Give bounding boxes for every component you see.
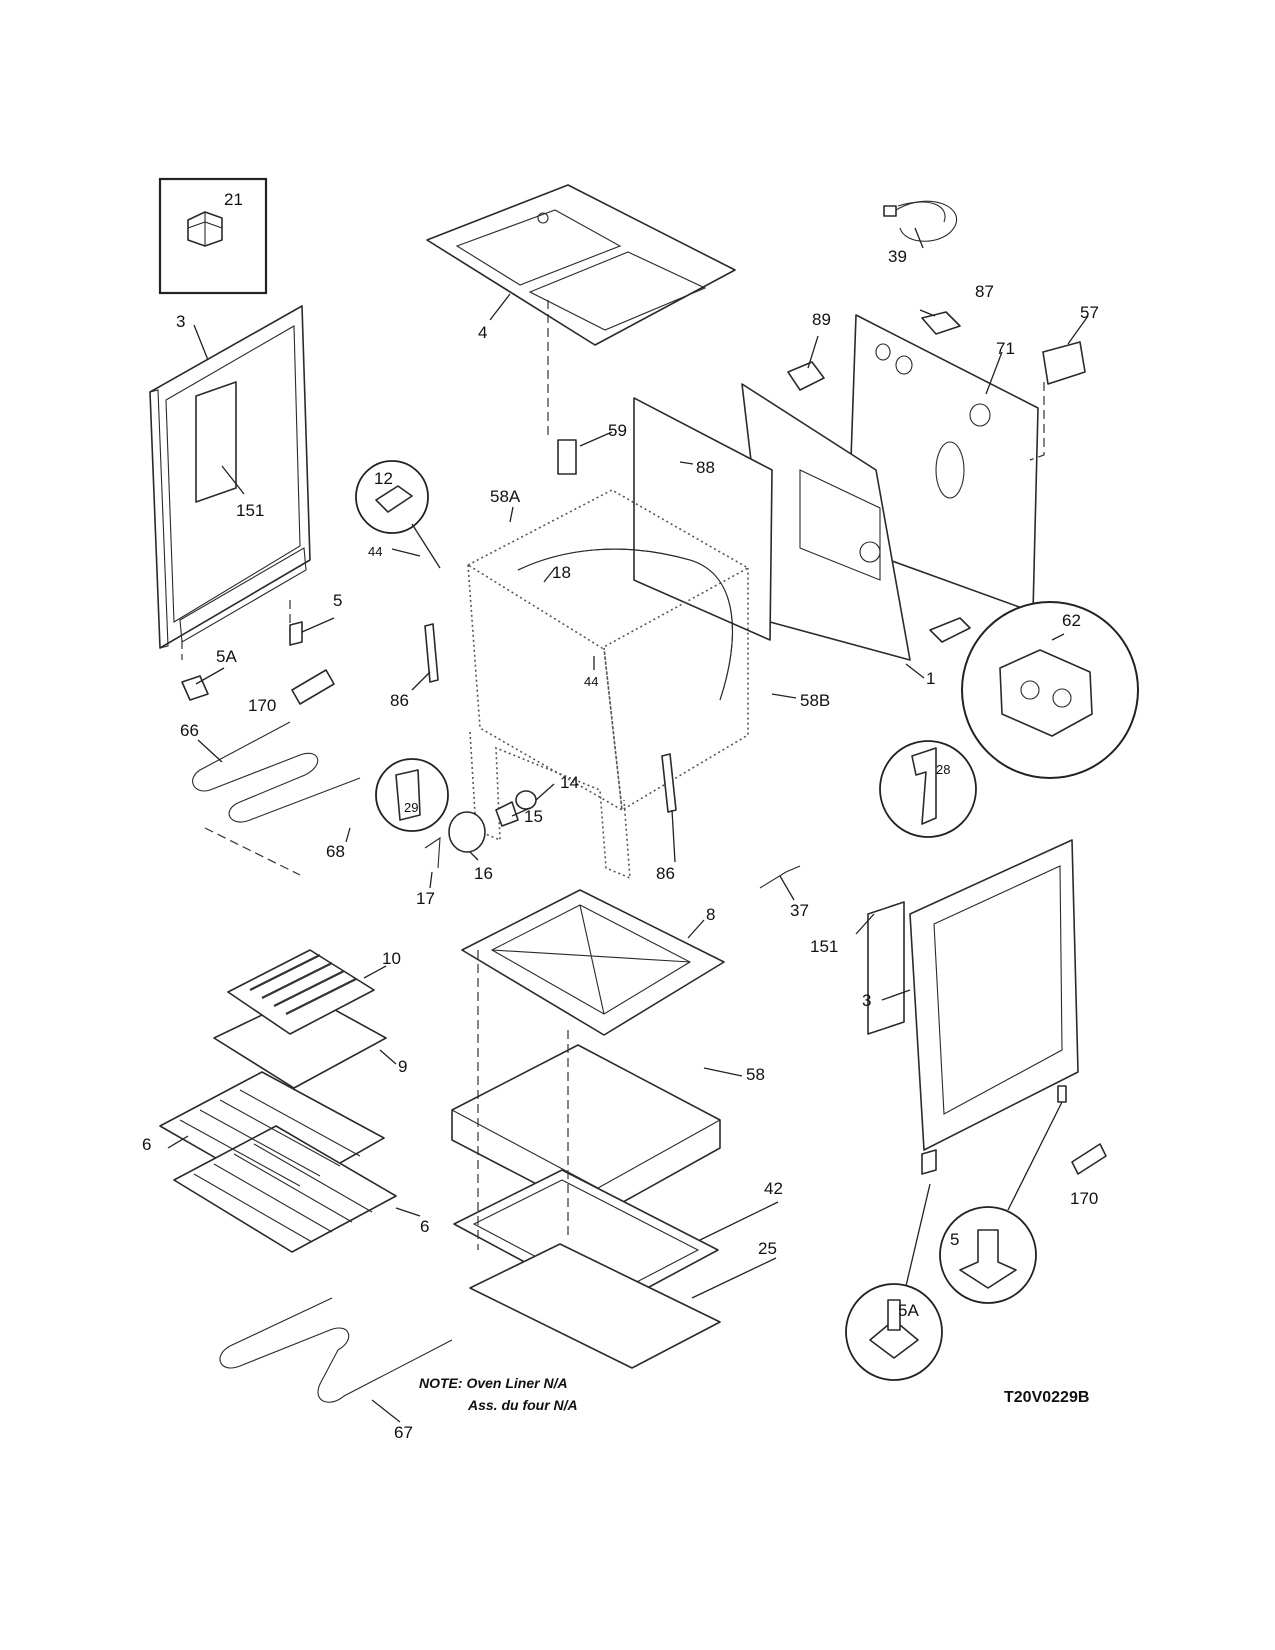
bake-element [219, 1297, 453, 1403]
leader-lines [167, 227, 1089, 1423]
label-6-bottom: 6 [420, 1217, 429, 1236]
label-9: 9 [398, 1057, 407, 1076]
label-44-top: 44 [368, 544, 382, 559]
label-17: 17 [416, 889, 435, 908]
label-16: 16 [474, 864, 493, 883]
bottom-panel-8 [461, 889, 725, 1036]
label-86-right: 86 [656, 864, 675, 883]
bottom-plate-25 [469, 1243, 721, 1369]
top-panel [426, 184, 736, 346]
label-62: 62 [1062, 611, 1081, 630]
label-8: 8 [706, 905, 715, 924]
label-15: 15 [524, 807, 543, 826]
oven-cavity [466, 397, 773, 880]
label-5A-left: 5A [216, 647, 237, 666]
bracket-87 [921, 311, 961, 335]
label-66: 66 [180, 721, 199, 740]
label-12: 12 [374, 469, 393, 488]
label-5-left: 5 [333, 591, 342, 610]
leveling-legs [181, 621, 1107, 1175]
label-57: 57 [1080, 303, 1099, 322]
label-58: 58 [746, 1065, 765, 1084]
cover-57 [1042, 341, 1086, 385]
label-5-right: 5 [950, 1230, 959, 1249]
part-29-detail [375, 758, 449, 832]
probe-37 [759, 865, 801, 889]
label-28: 28 [936, 762, 950, 777]
label-42: 42 [764, 1179, 783, 1198]
label-151-left: 151 [236, 501, 264, 520]
label-29: 29 [404, 800, 418, 815]
vent-tube-59 [557, 439, 577, 475]
power-cord [883, 200, 958, 242]
part-28-detail [879, 740, 977, 838]
label-58B: 58B [800, 691, 830, 710]
part-5A-detail [845, 1183, 943, 1381]
label-4: 4 [478, 323, 487, 342]
label-37: 37 [790, 901, 809, 920]
label-1: 1 [926, 669, 935, 688]
label-87: 87 [975, 282, 994, 301]
note-line-1: NOTE: Oven Liner N/A [419, 1375, 568, 1391]
diagram-code: T20V0229B [1004, 1389, 1089, 1406]
label-58A: 58A [490, 487, 521, 506]
part-5-detail [939, 1101, 1063, 1304]
label-151-right: 151 [810, 937, 838, 956]
label-39: 39 [888, 247, 907, 266]
slide-strips [424, 623, 677, 813]
light-assembly [424, 790, 537, 869]
label-25: 25 [758, 1239, 777, 1258]
label-14: 14 [560, 773, 579, 792]
part-labels: 21 3 151 5 5A 170 4 39 87 57 89 71 59 88… [142, 190, 1099, 1442]
label-18: 18 [552, 563, 571, 582]
label-59: 59 [608, 421, 627, 440]
bracket-89 [787, 361, 825, 391]
part-12-detail [355, 460, 441, 569]
label-86-left: 86 [390, 691, 409, 710]
part-21-inset [158, 177, 268, 295]
oven-racks [159, 1071, 397, 1253]
label-170-right: 170 [1070, 1189, 1098, 1208]
label-3-left: 3 [176, 312, 185, 331]
label-88: 88 [696, 458, 715, 477]
note-line-2: Ass. du four N/A [467, 1397, 578, 1413]
label-21: 21 [224, 190, 243, 209]
label-5A-right: 5A [898, 1301, 919, 1320]
label-68: 68 [326, 842, 345, 861]
label-67: 67 [394, 1423, 413, 1442]
label-71: 71 [996, 339, 1015, 358]
right-oven-door [867, 839, 1079, 1151]
broil-element [192, 721, 361, 876]
label-3-right: 3 [862, 991, 871, 1010]
label-10: 10 [382, 949, 401, 968]
label-44-mid: 44 [584, 674, 598, 689]
label-89: 89 [812, 310, 831, 329]
label-6-top: 6 [142, 1135, 151, 1154]
part-62-detail [929, 601, 1139, 779]
broil-pan [213, 949, 387, 1089]
label-170-left: 170 [248, 696, 276, 715]
